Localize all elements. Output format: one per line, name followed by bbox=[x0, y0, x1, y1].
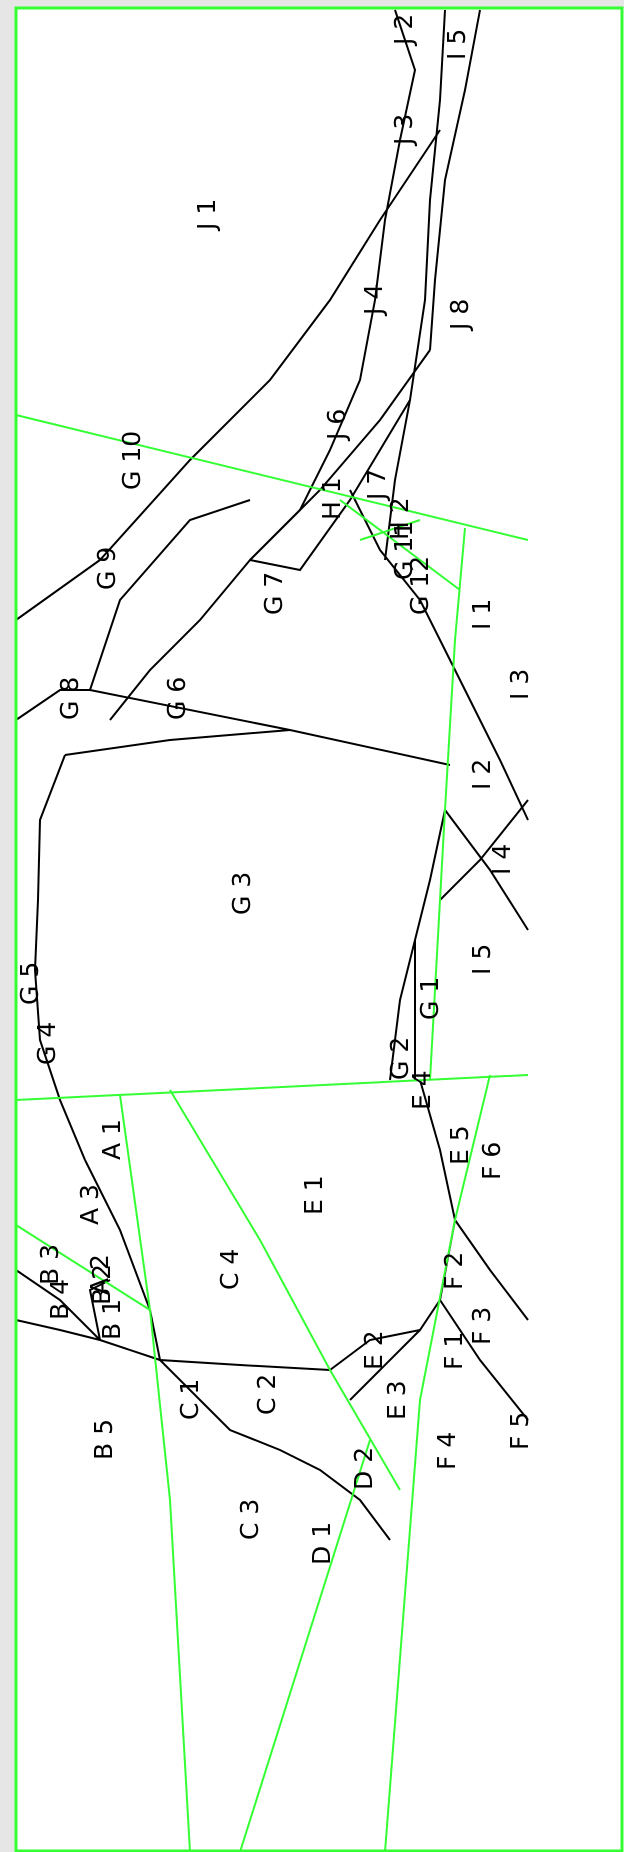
partition-line bbox=[169, 1089, 401, 1491]
diagram-background bbox=[16, 8, 624, 1852]
boundary-line bbox=[88, 1279, 111, 1341]
region-label: G 3 bbox=[227, 872, 256, 915]
region-label: D 2 bbox=[349, 1447, 378, 1490]
region-label: F 6 bbox=[477, 1142, 506, 1180]
partition-line bbox=[359, 519, 421, 541]
boundary-line bbox=[384, 9, 446, 561]
region-label: H 1 bbox=[317, 477, 346, 520]
region-label: E 1 bbox=[299, 1175, 328, 1215]
region-label: H 2 bbox=[385, 497, 414, 540]
black-boundaries bbox=[15, 9, 529, 1541]
region-label: F 4 bbox=[432, 1432, 461, 1470]
region-label: C 2 bbox=[252, 1374, 281, 1415]
partition-line bbox=[15, 414, 529, 541]
region-label: F 1 bbox=[439, 1332, 468, 1370]
boundary-line bbox=[15, 129, 441, 621]
region-label: C 3 bbox=[235, 1499, 264, 1540]
region-label: J 4 bbox=[359, 284, 388, 317]
region-label: I 5 bbox=[467, 944, 496, 975]
region-labels: J 1 J 2 I 5 J 3 J 4 J 8 J 6 J 7 G 10 H 1… bbox=[15, 14, 534, 1565]
boundary-line bbox=[454, 1219, 529, 1321]
region-label: B 1 bbox=[97, 1299, 126, 1340]
boundary-line bbox=[64, 729, 291, 756]
region-label: E 2 bbox=[359, 1330, 388, 1370]
region-label: C 4 bbox=[215, 1249, 244, 1290]
region-label: G 5 bbox=[15, 962, 44, 1005]
region-label: J 2 bbox=[389, 14, 418, 47]
region-label: F 2 bbox=[439, 1252, 468, 1290]
boundary-line bbox=[33, 754, 86, 1161]
boundary-line bbox=[349, 489, 529, 821]
boundary-line bbox=[15, 499, 251, 721]
region-label: J 6 bbox=[322, 409, 351, 442]
diagram-frame bbox=[14, 6, 624, 1852]
partition-line bbox=[384, 1074, 491, 1852]
region-label: G 6 bbox=[162, 677, 191, 720]
region-label: J 8 bbox=[445, 299, 474, 332]
region-label: F 5 bbox=[505, 1412, 534, 1450]
region-label: C 1 bbox=[175, 1379, 204, 1420]
boundary-line bbox=[84, 1159, 331, 1371]
region-label: A 1 bbox=[97, 1119, 126, 1160]
region-label: I 3 bbox=[505, 669, 534, 700]
region-label: D 1 bbox=[307, 1522, 336, 1565]
region-label: G 8 bbox=[55, 677, 84, 720]
region-label: G 7 bbox=[259, 572, 288, 615]
boundary-line bbox=[109, 9, 417, 721]
boundary-line bbox=[349, 1329, 421, 1401]
region-label: I 5 bbox=[442, 29, 471, 60]
region-label: E 4 bbox=[407, 1070, 436, 1110]
region-label: E 5 bbox=[445, 1125, 474, 1165]
region-label: J 3 bbox=[389, 114, 418, 147]
boundary-line bbox=[15, 1319, 161, 1361]
region-label: B 2 bbox=[87, 1264, 116, 1305]
region-label: G 10 bbox=[117, 431, 146, 490]
region-label: G 9 bbox=[92, 547, 121, 590]
partition-line bbox=[15, 1224, 151, 1311]
partition-line bbox=[15, 1074, 529, 1101]
region-label: I 1 bbox=[467, 599, 496, 630]
region-label: J 7 bbox=[362, 469, 391, 502]
region-label: I 2 bbox=[467, 759, 496, 790]
region-label: G 2 bbox=[385, 1037, 414, 1080]
region-label: G 1 bbox=[415, 977, 444, 1020]
boundary-line bbox=[429, 9, 481, 351]
region-label: B 3 bbox=[35, 1244, 64, 1285]
boundary-line bbox=[444, 809, 529, 931]
partition-line bbox=[119, 1094, 191, 1852]
region-label: G 12 bbox=[405, 556, 434, 615]
boundary-line bbox=[439, 1299, 529, 1421]
boundary-line bbox=[249, 399, 411, 572]
partition-line bbox=[339, 499, 461, 591]
region-label: G 11 bbox=[389, 521, 418, 580]
region-label: A 2 bbox=[85, 1254, 114, 1295]
boundary-line bbox=[439, 799, 529, 901]
region-label: B 5 bbox=[89, 1419, 118, 1460]
partition-line bbox=[429, 527, 466, 1081]
region-label: F 3 bbox=[467, 1307, 496, 1345]
boundary-line bbox=[15, 1269, 101, 1341]
region-label: I 4 bbox=[487, 844, 516, 875]
region-label: B 4 bbox=[45, 1279, 74, 1320]
region-label: J 1 bbox=[192, 199, 221, 232]
region-label: G 4 bbox=[32, 1022, 61, 1065]
boundary-line bbox=[249, 349, 431, 561]
boundary-line bbox=[159, 1359, 391, 1541]
region-label: E 3 bbox=[382, 1380, 411, 1420]
partition-line bbox=[239, 1439, 371, 1852]
region-label: A 3 bbox=[75, 1184, 104, 1225]
green-boundaries bbox=[15, 414, 529, 1852]
